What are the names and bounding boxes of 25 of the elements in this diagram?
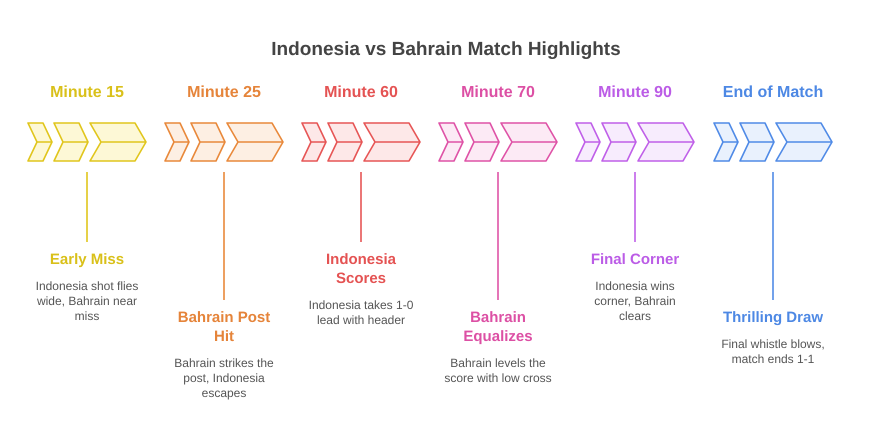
time-label: End of Match bbox=[722, 83, 824, 103]
event-description: Bahrain levels the score with low cross bbox=[443, 356, 553, 386]
event-description: Indonesia shot flies wide, Bahrain near miss bbox=[34, 279, 140, 324]
time-label: Minute 60 bbox=[324, 83, 398, 103]
connector-line bbox=[223, 172, 225, 300]
event-description: Bahrain strikes the post, Indonesia escapes bbox=[173, 356, 275, 401]
event-description: Final whistle blows, match ends 1-1 bbox=[720, 337, 826, 367]
event-title: Early Miss bbox=[50, 250, 124, 269]
connector-line bbox=[86, 172, 88, 242]
event-description: Indonesia takes 1-0 lead with header bbox=[308, 298, 414, 328]
connector-line bbox=[360, 172, 362, 242]
event-title: Thrilling Draw bbox=[722, 308, 823, 327]
event-title: Bahrain Post Hit bbox=[176, 308, 272, 346]
event-title: Indonesia Scores bbox=[324, 250, 397, 288]
time-label: Minute 25 bbox=[187, 83, 261, 103]
time-label: Minute 90 bbox=[598, 83, 672, 103]
diagram-title: Indonesia vs Bahrain Match Highlights bbox=[271, 38, 621, 62]
time-label: Minute 70 bbox=[461, 83, 535, 103]
connector-line bbox=[497, 172, 499, 300]
event-title: Bahrain Equalizes bbox=[462, 308, 534, 346]
connector-line bbox=[772, 172, 774, 300]
event-description: Indonesia wins corner, Bahrain clears bbox=[593, 279, 677, 324]
event-title: Final Corner bbox=[590, 250, 680, 269]
time-label: Minute 15 bbox=[50, 83, 124, 103]
connector-line bbox=[634, 172, 636, 242]
